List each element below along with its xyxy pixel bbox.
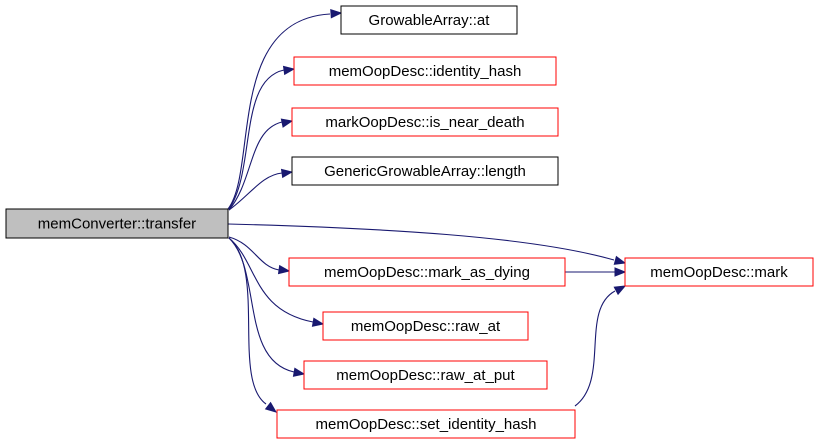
- node-growable-at: GrowableArray::at: [340, 5, 518, 35]
- edge-root-to-growable-at: [227, 9, 343, 210]
- arrowhead-icon: [277, 264, 291, 275]
- node-label: memOopDesc::identity_hash: [329, 63, 522, 80]
- node-label: memOopDesc::mark: [650, 264, 788, 281]
- edge-set-identity-hash-to-mark: [574, 285, 627, 407]
- arrowhead-icon: [292, 367, 306, 377]
- node-label: memConverter::transfer: [38, 215, 196, 232]
- node-label: memOopDesc::raw_at_put: [336, 367, 515, 384]
- edge-root-to-set-identity-hash: [228, 237, 278, 413]
- edge-root-to-mark-as-dying: [228, 236, 291, 275]
- edge-mark-as-dying-to-mark: [565, 267, 627, 277]
- arrowhead-icon: [280, 118, 294, 128]
- node-raw-at-put[interactable]: memOopDesc::raw_at_put: [303, 360, 548, 390]
- edge-layer: [227, 9, 627, 413]
- node-generic-length: GenericGrowableArray::length: [291, 156, 559, 186]
- node-mark[interactable]: memOopDesc::mark: [624, 257, 814, 287]
- node-label: memOopDesc::raw_at: [351, 318, 501, 335]
- arrowhead-icon: [280, 168, 294, 179]
- arrowhead-icon: [330, 9, 343, 19]
- arrowhead-icon: [282, 65, 296, 76]
- arrowhead-icon: [613, 285, 627, 296]
- edge-root-to-raw-at: [228, 237, 325, 327]
- node-label: memOopDesc::mark_as_dying: [324, 264, 530, 281]
- node-is-near-death[interactable]: markOopDesc::is_near_death: [291, 107, 559, 137]
- arrowhead-icon: [311, 317, 325, 327]
- edge-root-to-is-near-death: [228, 118, 294, 211]
- node-raw-at[interactable]: memOopDesc::raw_at: [322, 311, 529, 341]
- arrowhead-icon: [264, 401, 278, 413]
- node-root: memConverter::transfer: [5, 208, 229, 239]
- arrowhead-icon: [613, 255, 627, 265]
- node-mark-as-dying[interactable]: memOopDesc::mark_as_dying: [288, 257, 566, 287]
- arrowhead-icon: [614, 267, 627, 277]
- node-label: markOopDesc::is_near_death: [325, 114, 524, 131]
- node-label: GrowableArray::at: [369, 12, 491, 29]
- node-identity-hash[interactable]: memOopDesc::identity_hash: [293, 56, 557, 86]
- edge-root-to-mark: [227, 223, 627, 265]
- node-layer: memConverter::transfer GrowableArray::atm…: [5, 5, 814, 439]
- node-label: GenericGrowableArray::length: [324, 163, 526, 180]
- edge-root-to-generic-length: [228, 168, 294, 211]
- node-label: memOopDesc::set_identity_hash: [316, 416, 537, 433]
- node-set-identity-hash[interactable]: memOopDesc::set_identity_hash: [276, 409, 576, 439]
- edge-root-to-identity-hash: [228, 65, 296, 210]
